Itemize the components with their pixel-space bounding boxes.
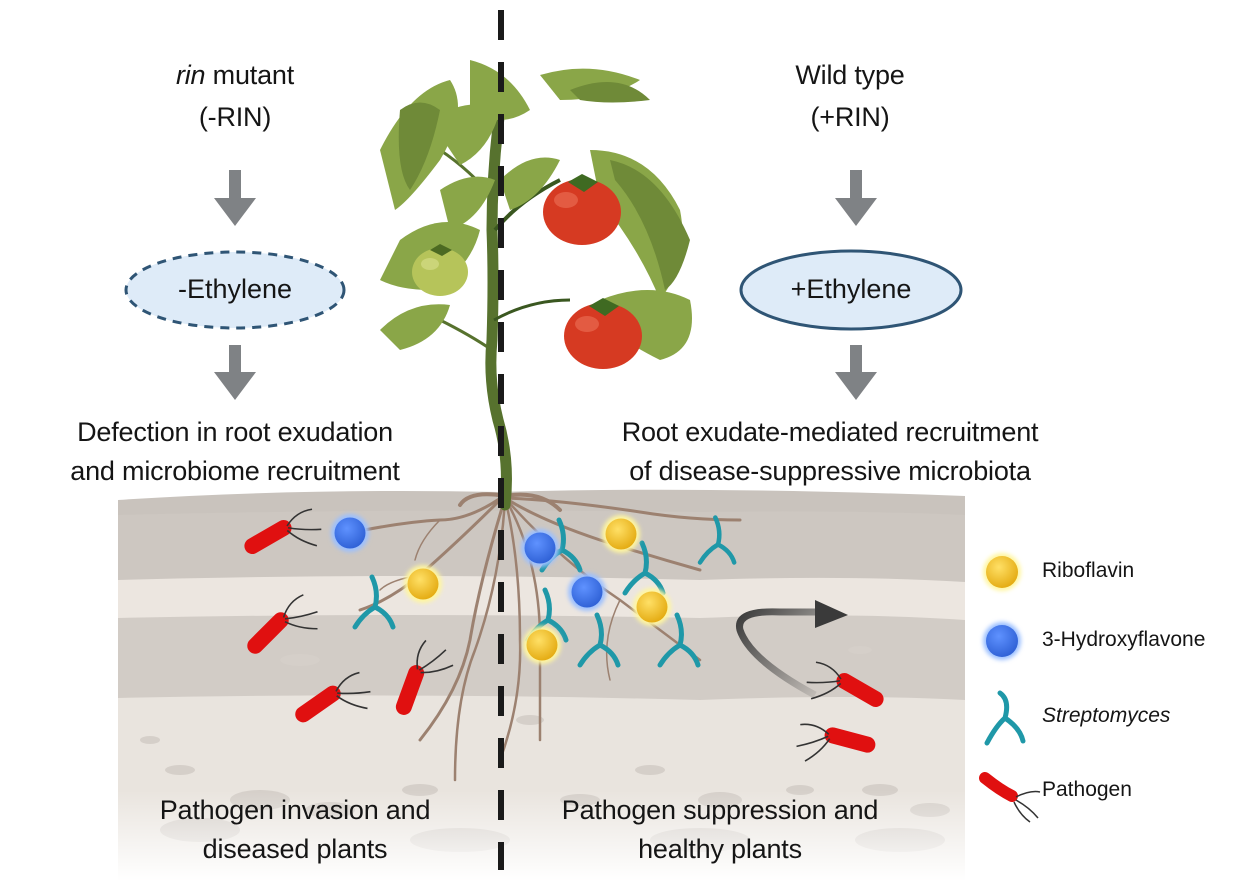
legend-label-riboflavin: Riboflavin <box>1042 559 1135 582</box>
right-effect-line1: Root exudate-mediated recruitment <box>621 417 1039 447</box>
red-tomato-lower <box>564 298 642 369</box>
red-tomato-upper <box>543 174 621 245</box>
streptomyces <box>622 540 666 596</box>
repel-arrow <box>736 600 848 699</box>
streptomyces <box>577 612 621 668</box>
ethylene-oval-left <box>124 250 346 330</box>
pathogen-icon <box>979 772 1041 823</box>
left-genotype-rest: mutant <box>205 60 295 90</box>
riboflavin-molecule <box>404 565 442 603</box>
left-effect-line1: Defection in root exudation <box>77 417 393 447</box>
pathogen <box>247 594 318 654</box>
pathogen <box>244 508 322 554</box>
tomato-plant <box>380 60 692 511</box>
streptomyces <box>697 515 737 565</box>
hydroxyflavone-molecule <box>568 573 606 611</box>
ethylene-oval-right <box>739 249 963 331</box>
streptomyces <box>657 612 701 668</box>
green-tomato <box>412 244 468 296</box>
left-genotype-italic: rin <box>175 60 206 90</box>
right-genotype-label: Wild type <box>795 60 905 90</box>
legend-label-streptomyces: Streptomyces <box>1042 704 1171 727</box>
pathogen <box>796 723 876 762</box>
legend-label-pathogen: Pathogen <box>1042 778 1132 801</box>
right-outcome-line2: healthy plants <box>638 834 802 864</box>
molecules <box>331 514 671 664</box>
hydroxyflavone-molecule <box>331 514 369 552</box>
right-genotype-sub: (+RIN) <box>810 102 890 132</box>
pathogen <box>395 639 454 715</box>
riboflavin-molecule <box>602 515 640 553</box>
legend-label-hydroxyflavone: 3-Hydroxyflavone <box>1042 628 1206 651</box>
riboflavin-molecule <box>633 588 671 626</box>
pathogens <box>244 508 884 762</box>
left-ethylene-label: -Ethylene <box>177 274 293 304</box>
arrow-left-2 <box>214 345 256 400</box>
left-outcome-line2: diseased plants <box>202 834 388 864</box>
arrow-right-1 <box>835 170 877 226</box>
streptomyces-icon <box>984 690 1026 746</box>
pathogen <box>295 671 371 723</box>
right-outcome-line1: Pathogen suppression and <box>561 795 879 825</box>
left-genotype-label: rin mutant <box>135 58 335 92</box>
pathogen <box>806 661 884 707</box>
right-effect-line2: of disease-suppressive microbiota <box>629 456 1031 486</box>
riboflavin-molecule <box>523 626 561 664</box>
left-genotype-sub: (-RIN) <box>198 102 272 132</box>
hydroxyflavone-molecule <box>521 529 559 567</box>
left-effect-line2: and microbiome recruitment <box>70 456 400 486</box>
legend-icons <box>979 553 1041 823</box>
arrow-right-2 <box>835 345 877 400</box>
left-outcome-line1: Pathogen invasion and <box>159 795 431 825</box>
right-ethylene-label: +Ethylene <box>790 274 912 304</box>
streptomyces <box>352 574 396 630</box>
arrow-left-1 <box>214 170 256 226</box>
